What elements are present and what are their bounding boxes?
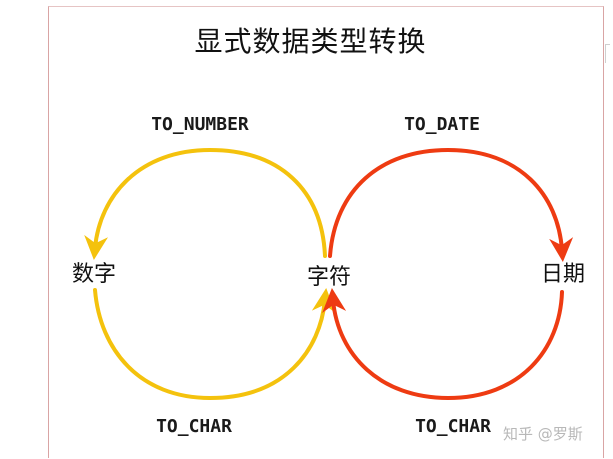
node-string: 字符 — [307, 265, 351, 290]
label-to-char-right: TO_CHAR — [415, 416, 491, 437]
label-to-char-left: TO_CHAR — [156, 416, 232, 437]
arc-to-number — [84, 147, 327, 260]
node-date: 日期 — [541, 262, 585, 287]
diagram-title: 显式数据类型转换 — [194, 25, 427, 58]
arc-to-char-left — [93, 288, 336, 401]
arc-to-date — [328, 147, 574, 262]
watermark-text: 知乎 @罗斯 — [503, 425, 583, 443]
label-to-number: TO_NUMBER — [151, 114, 249, 135]
page-edge — [604, 0, 613, 459]
node-number: 数字 — [72, 262, 116, 287]
arc-to-char-right — [322, 288, 564, 401]
edge-mark — [605, 44, 610, 63]
label-to-date: TO_DATE — [404, 114, 480, 135]
